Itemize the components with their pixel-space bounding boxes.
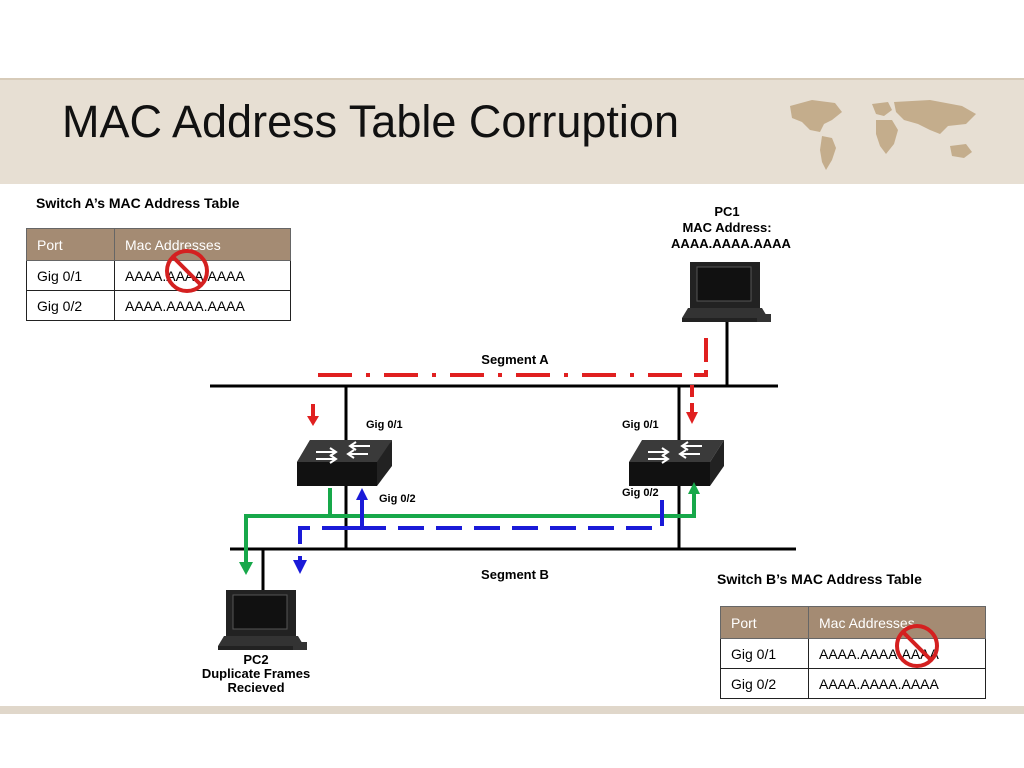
switch-a-table-caption: Switch A’s MAC Address Table [36,195,240,211]
world-map-icon [790,100,976,170]
switch-icon [629,440,724,486]
pc1-mac-address: AAAA.AAAA.AAAA [671,236,791,251]
footer-band [0,706,1024,714]
port-cell: Gig 0/2 [720,668,809,699]
pc2-note-line1: Duplicate Frames [202,666,310,681]
slide-title: MAC Address Table Corruption [62,96,679,147]
table-header-row: Port Mac Addresses [26,228,291,261]
switch-b-port-top: Gig 0/1 [622,419,659,431]
green-frame-path [244,514,330,566]
computer-icon [218,590,307,650]
table-row: Gig 0/2 AAAA.AAAA.AAAA [26,290,291,321]
port-header: Port [26,228,115,261]
port-header: Port [720,606,809,639]
no-sign-icon [895,624,939,668]
switch-a-port-top: Gig 0/1 [366,419,403,431]
blue-frame-path [346,496,364,530]
pc2-name: PC2 [243,652,268,667]
switch-b-port-bottom: Gig 0/2 [622,487,659,499]
pc1-mac-label: MAC Address: [682,220,771,235]
segment-a-label: Segment A [481,352,549,367]
mac-header: Mac Addresses [808,606,986,639]
port-cell: Gig 0/2 [26,290,115,321]
blue-frame-path [298,500,664,562]
no-sign-icon [165,249,209,293]
mac-header: Mac Addresses [114,228,291,261]
green-frame-path [328,488,696,518]
switch-a-port-bottom: Gig 0/2 [379,493,416,505]
mac-cell: AAAA.AAAA.AAAA [808,668,986,699]
table-header-row: Port Mac Addresses [720,606,986,639]
switch-icon [297,440,392,486]
mac-cell: AAAA.AAAA.AAAA [114,290,291,321]
header-band [0,78,1024,184]
pc1-name: PC1 [714,204,739,219]
switch-b-table-caption: Switch B’s MAC Address Table [717,571,922,587]
red-frame-path [694,338,708,377]
table-row: Gig 0/2 AAAA.AAAA.AAAA [720,668,986,699]
segment-b-label: Segment B [481,567,549,582]
switch-a-mac-table: Port Mac Addresses Gig 0/1 AAAA.AAAA.AAA… [26,228,291,321]
port-cell: Gig 0/1 [720,638,809,669]
pc2-note-line2: Recieved [227,680,284,695]
computer-icon [682,262,771,322]
